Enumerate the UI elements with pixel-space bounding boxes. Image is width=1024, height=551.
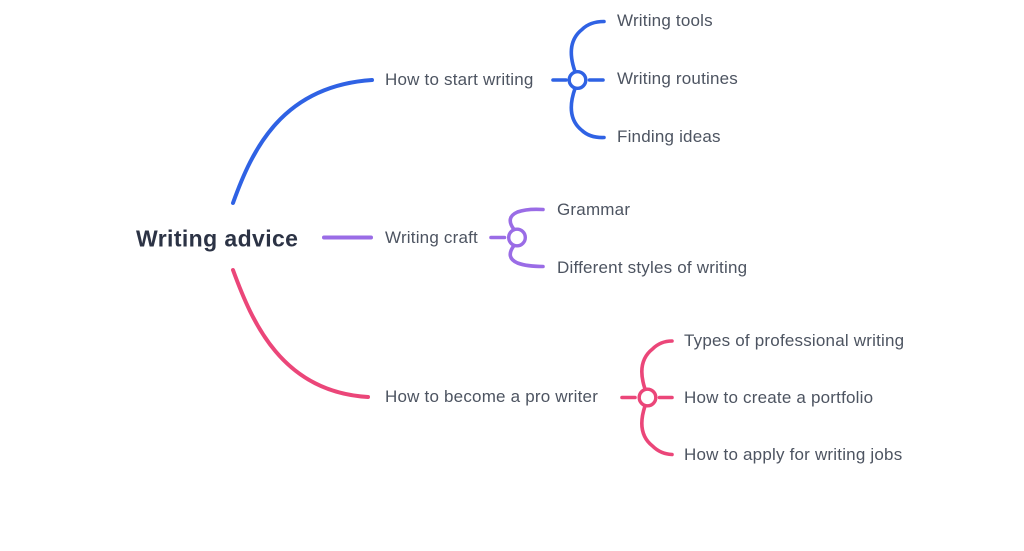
child-node-finding-ideas[interactable]: Finding ideas — [617, 127, 721, 146]
child-node-how-to-create-a-portfolio[interactable]: How to create a portfolio — [684, 388, 874, 407]
link-branch3-to-child1 — [640, 339, 674, 391]
branch3-collapse-toggle[interactable] — [637, 387, 658, 408]
child-node-types-of-professional-writing[interactable]: Types of professional writing — [684, 331, 905, 350]
child-node-writing-routines[interactable]: Writing routines — [617, 69, 738, 88]
branch2-collapse-toggle[interactable] — [507, 227, 528, 248]
link-branch2-to-child1 — [508, 207, 545, 232]
branch-node-how-to-become-a-pro-writer[interactable]: How to become a pro writer — [385, 387, 599, 406]
link-branch1-to-child3 — [569, 86, 606, 140]
child-node-different-styles-of-writing[interactable]: Different styles of writing — [557, 258, 748, 277]
branch-node-writing-craft[interactable]: Writing craft — [385, 228, 478, 247]
link-branch1-to-child1 — [569, 19, 606, 74]
branch-node-how-to-start-writing[interactable]: How to start writing — [385, 70, 534, 89]
child-node-grammar[interactable]: Grammar — [557, 200, 631, 219]
child-node-how-to-apply-for-writing-jobs[interactable]: How to apply for writing jobs — [684, 445, 903, 464]
link-branch2-to-child2 — [508, 243, 545, 269]
link-root-to-branch1 — [231, 78, 374, 205]
link-branch3-to-child3 — [640, 404, 674, 457]
branch1-collapse-toggle[interactable] — [567, 69, 588, 90]
child-node-writing-tools[interactable]: Writing tools — [617, 11, 713, 30]
link-root-to-branch3 — [231, 268, 370, 399]
root-node-writing-advice[interactable]: Writing advice — [136, 225, 299, 252]
